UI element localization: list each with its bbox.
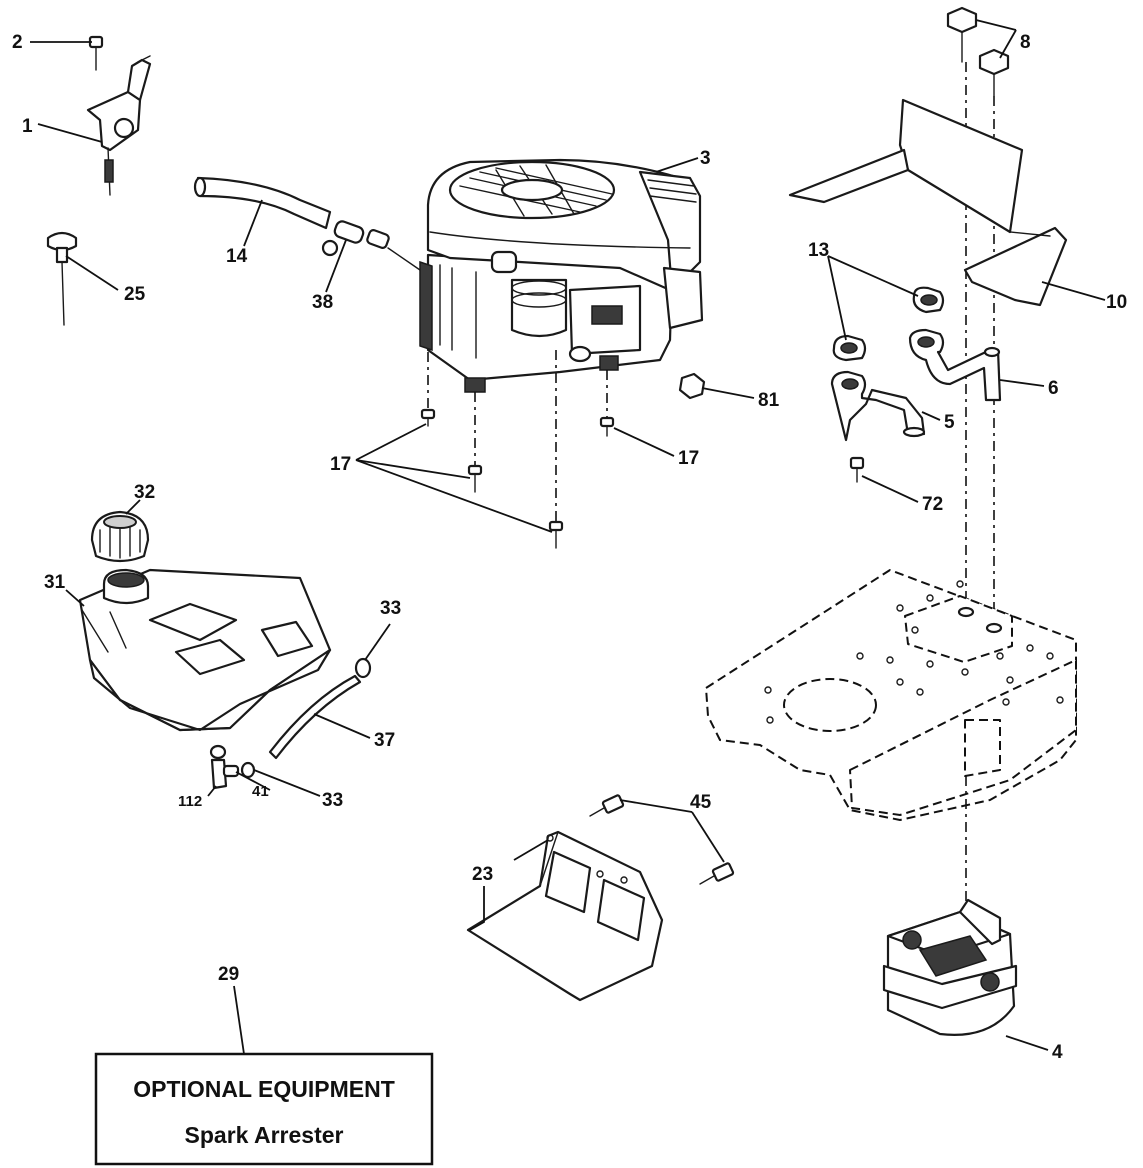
- part-32-fuel-cap: [90, 510, 150, 563]
- callout-72: 72: [922, 494, 943, 515]
- callout-38: 38: [312, 292, 333, 313]
- callout-41: 41: [252, 783, 269, 800]
- part-38-clamp: [321, 220, 421, 271]
- fuel-line-parts: [209, 657, 372, 790]
- optional-equipment-title: OPTIONAL EQUIPMENT: [133, 1076, 395, 1102]
- callout-31: 31: [44, 572, 66, 593]
- part-4-muffler: [882, 898, 1018, 1036]
- callout-2: 2: [12, 32, 23, 53]
- callout-33-bottom: 33: [322, 790, 343, 811]
- part-1-throttle-control: [86, 55, 152, 196]
- optional-equipment-box: OPTIONAL EQUIPMENT Spark Arrester: [94, 1052, 434, 1166]
- callout-labels: 2 1 3 8 10 13 6 5 14 38 25 81 17 17 72 3…: [12, 32, 1127, 1063]
- callout-23: 23: [472, 864, 493, 885]
- callout-81: 81: [758, 390, 780, 411]
- callout-6: 6: [1048, 378, 1059, 399]
- callout-1: 1: [22, 116, 33, 137]
- callout-33-top: 33: [380, 598, 401, 619]
- part-72-screw: [849, 456, 865, 483]
- part-5-exhaust-pipe: [830, 370, 926, 442]
- part-10-heat-shield: [788, 98, 1068, 307]
- callout-5: 5: [944, 412, 955, 433]
- part-3-engine: [419, 158, 704, 393]
- part-23-bracket: [466, 830, 664, 1002]
- callout-14: 14: [226, 246, 248, 267]
- leader-lines: [30, 19, 1106, 1055]
- part-8-bolts: [946, 6, 1010, 628]
- part-6-exhaust-pipe: [908, 328, 1002, 402]
- callout-10: 10: [1106, 292, 1127, 313]
- part-13-gaskets: [832, 286, 945, 362]
- callout-17-right: 17: [678, 448, 699, 469]
- part-81-nut: [678, 372, 706, 400]
- chassis-frame: [705, 569, 1077, 930]
- callout-25: 25: [124, 284, 146, 305]
- callout-17-left: 17: [330, 454, 351, 475]
- callout-45: 45: [690, 792, 712, 813]
- part-17-bolts: [420, 350, 615, 549]
- spark-arrester-label: Spark Arrester: [185, 1122, 344, 1148]
- callout-3: 3: [700, 148, 711, 169]
- part-25-knob: [46, 231, 78, 326]
- callout-37: 37: [374, 730, 395, 751]
- part-31-fuel-tank: [78, 568, 332, 732]
- part-14-fuel-hose: [193, 176, 332, 230]
- callout-13: 13: [808, 240, 829, 261]
- callout-4: 4: [1052, 1042, 1063, 1063]
- callout-8: 8: [1020, 32, 1031, 53]
- callout-29: 29: [218, 964, 239, 985]
- callout-32: 32: [134, 482, 155, 503]
- callout-112: 112: [178, 793, 202, 810]
